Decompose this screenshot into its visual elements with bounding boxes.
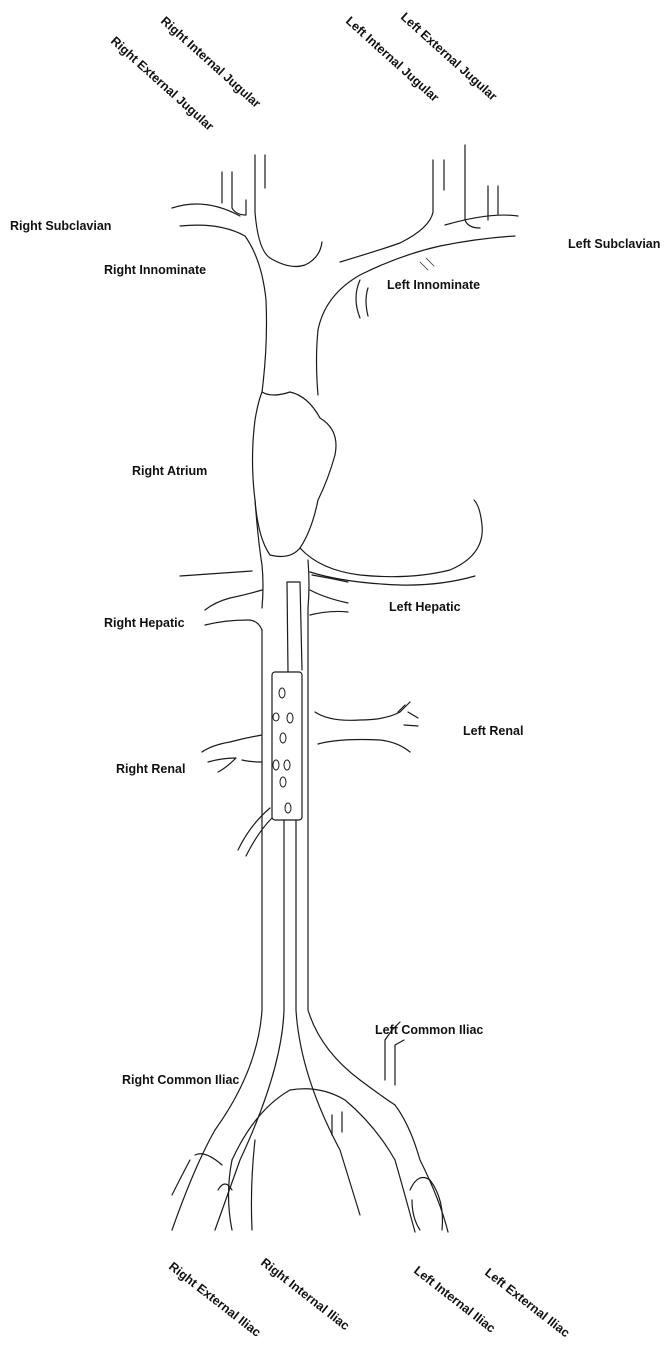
label-left-subclavian: Left Subclavian: [568, 237, 660, 251]
left-common-iliac-vessel: [395, 1105, 448, 1232]
right-hepatic-vessel: [205, 590, 262, 630]
left-innominate-tick: [420, 258, 434, 270]
label-right-common-iliac: Right Common Iliac: [122, 1073, 239, 1087]
left-hepatic-vessel: [310, 590, 348, 615]
ventricle-outline: [300, 500, 482, 577]
label-left-innominate: Left Innominate: [387, 278, 480, 292]
left-internal-iliac-pod: [410, 1178, 443, 1230]
vessel-drawing: [172, 145, 518, 1232]
catheter-fenestrated-segment: [272, 672, 302, 820]
iliac-bifurcation: [232, 1089, 395, 1160]
catheter-side-holes: [273, 688, 293, 813]
right-internal-iliac-vessel: [229, 1140, 256, 1230]
right-subclavian-vessel: [172, 204, 266, 300]
label-right-atrium: Right Atrium: [132, 464, 207, 478]
left-internal-jugular-vessel: [400, 160, 444, 243]
hepatic-level-left: [180, 571, 252, 576]
right-external-iliac-vessel: [172, 1154, 222, 1195]
inferior-vena-cava-upper: [262, 560, 309, 608]
right-atrium-lower-edge: [255, 500, 262, 565]
label-left-hepatic: Left Hepatic: [389, 600, 461, 614]
label-left-renal: Left Renal: [463, 724, 523, 738]
label-left-common-iliac: Left Common Iliac: [375, 1023, 483, 1037]
label-right-innominate: Right Innominate: [104, 263, 206, 277]
left-renal-vessel: [315, 702, 418, 752]
label-right-external-iliac: Right External Iliac: [166, 1259, 263, 1339]
right-renal-branch: [238, 808, 272, 856]
label-left-external-jugular: Left External Jugular: [398, 10, 500, 104]
superior-vena-cava: [262, 300, 318, 395]
hepatic-level-right: [312, 575, 348, 582]
right-atrium-shape: [253, 392, 337, 556]
catheter-lower: [215, 820, 360, 1230]
right-external-jugular-vessel: [222, 172, 246, 215]
label-left-external-iliac: Left External Iliac: [482, 1265, 572, 1340]
neck-junction: [270, 242, 322, 266]
catheter-upper: [287, 582, 302, 672]
ventricle-lower-line: [310, 572, 475, 585]
label-right-subclavian: Right Subclavian: [10, 219, 111, 233]
label-right-renal: Right Renal: [116, 762, 185, 776]
left-internal-iliac-stub: [332, 1112, 342, 1135]
right-renal-vessel: [202, 735, 262, 772]
right-internal-jugular-vessel: [255, 155, 270, 258]
label-right-hepatic: Right Hepatic: [104, 616, 185, 630]
label-right-internal-iliac: Right Internal Iliac: [258, 1255, 352, 1333]
